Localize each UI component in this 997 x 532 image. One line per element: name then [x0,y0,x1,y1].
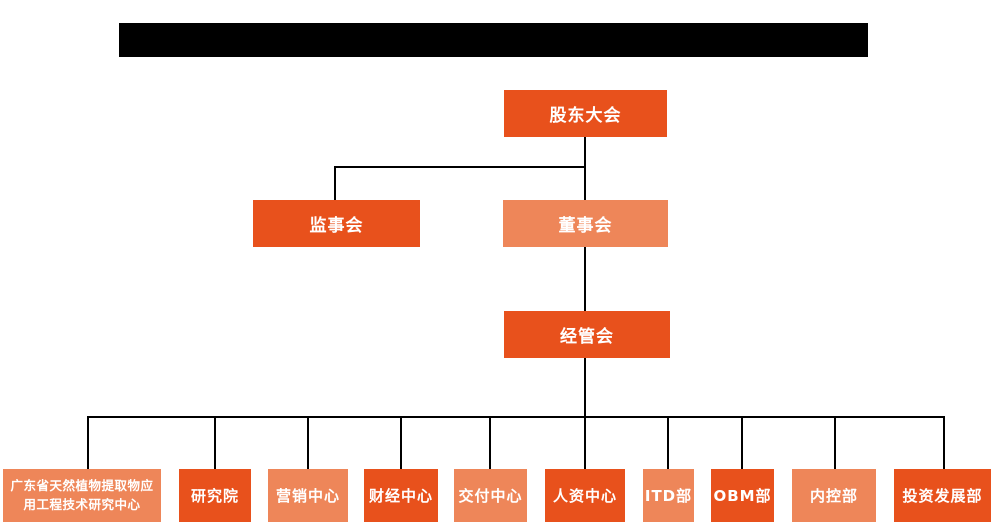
connector-dept-drop-3 [307,416,309,469]
node-label: 经管会 [560,327,614,347]
node-label: 研究院 [190,487,239,505]
connector-management-vertical [584,358,586,469]
connector-level2-horizontal [334,166,586,168]
node-label: 股东大会 [549,106,622,126]
dept-investment-development: 投资发展部 [894,469,991,522]
connector-dept-drop-8 [741,416,743,469]
node-management-committee: 经管会 [504,311,670,358]
node-label: 董事会 [558,216,613,236]
node-label: ITD部 [644,487,693,505]
dept-marketing-center: 营销中心 [268,469,348,522]
connector-dept-drop-9 [834,416,836,469]
node-label: 交付中心 [458,487,523,505]
node-label: 内控部 [809,487,858,505]
node-board-of-directors: 董事会 [503,200,668,247]
node-label: 人资中心 [552,487,617,505]
node-supervisory-board: 监事会 [253,200,420,247]
connector-dept-drop-1 [87,416,89,469]
connector-dept-drop-10 [943,416,945,469]
connector-directors-to-management [584,247,586,311]
dept-delivery-center: 交付中心 [454,469,527,522]
node-label: 财经中心 [368,487,433,505]
connector-dept-drop-7 [667,416,669,469]
connector-dept-drop-5 [489,416,491,469]
dept-research-institute: 研究院 [179,469,251,522]
dept-itd: ITD部 [643,469,694,522]
node-label: 投资发展部 [902,487,983,505]
connector-departments-horizontal [87,416,945,418]
connector-supervisory-drop [334,166,336,200]
connector-dept-drop-2 [214,416,216,469]
dept-finance-center: 财经中心 [364,469,438,522]
dept-research-center-guangdong: 广东省天然植物提取物应用工程技术研究中心 [3,469,161,522]
dept-obm: OBM部 [711,469,774,522]
node-label: 广东省天然植物提取物应用工程技术研究中心 [10,477,154,512]
node-label: OBM部 [713,487,772,505]
node-shareholders-meeting: 股东大会 [504,90,667,137]
redacted-title-bar [119,23,868,57]
dept-internal-control: 内控部 [792,469,876,522]
connector-dept-drop-4 [400,416,402,469]
node-label: 监事会 [309,216,364,236]
node-label: 营销中心 [275,487,340,505]
dept-hr-center: 人资中心 [545,469,625,522]
connector-root-vertical [584,137,586,200]
